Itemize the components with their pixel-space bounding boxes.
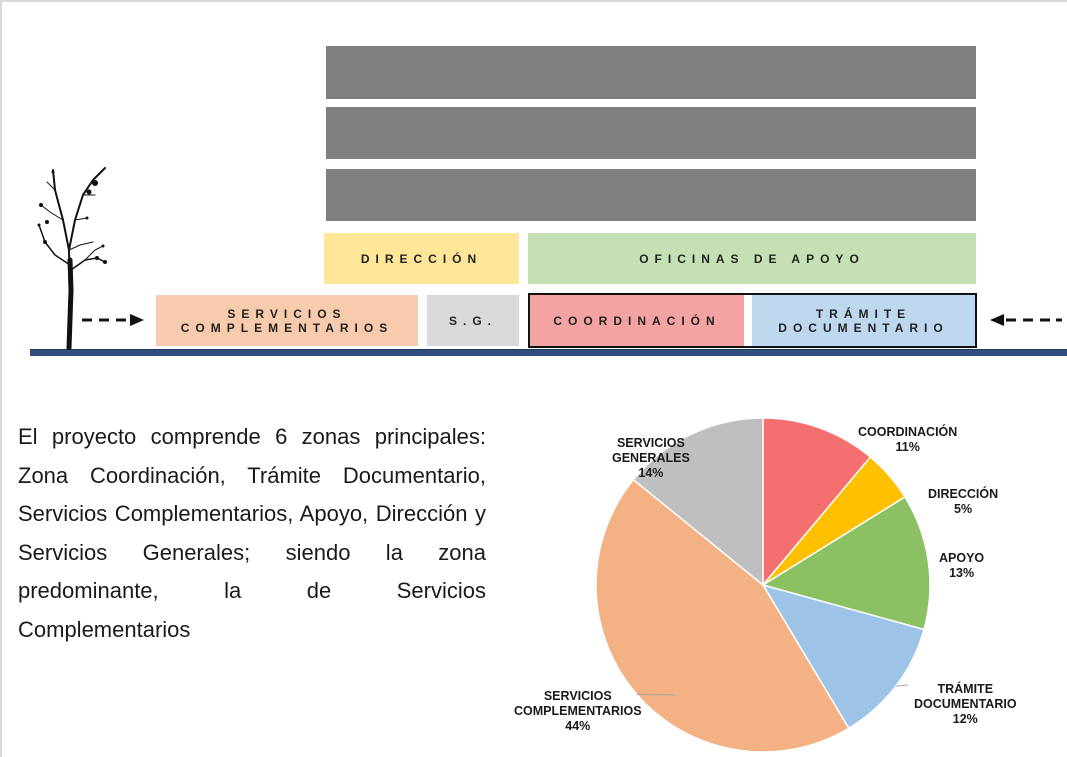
zone-servicios-generales-label: S.G. xyxy=(448,313,497,328)
zone-direccion: DIRECCIÓN xyxy=(324,233,519,284)
upper-floor-3 xyxy=(326,46,976,99)
upper-floor-1 xyxy=(326,169,976,221)
pie-slice-0 xyxy=(762,417,872,588)
zone-direccion-label: DIRECCIÓN xyxy=(360,251,483,266)
zone-tramite-line1: TRÁMITE xyxy=(815,306,912,321)
ground-line xyxy=(30,350,1067,356)
frame-left-border xyxy=(0,0,2,757)
ground-edge xyxy=(30,349,1067,350)
zone-servicios-generales: S.G. xyxy=(427,295,519,346)
tree-icon xyxy=(37,167,107,350)
zone-oficinas-apoyo-label: OFICINAS DE APOYO xyxy=(639,251,865,266)
frame-top-border xyxy=(0,0,1067,2)
arrow-right-icon xyxy=(82,314,144,326)
pie-label-coordinacion: COORDINACIÓN 11% xyxy=(858,425,958,454)
zone-pie-chart xyxy=(595,417,931,753)
zone-servicios-complementarios-line1: SERVICIOS xyxy=(227,306,347,321)
zone-tramite-line2: DOCUMENTARIO xyxy=(778,320,949,335)
pie-leader-line-3 xyxy=(895,684,909,687)
pie-label-apoyo: APOYO 13% xyxy=(939,551,985,580)
pie-label-tramite: TRÁMITE DOCUMENTARIO 12% xyxy=(914,682,1017,726)
arrow-left-icon xyxy=(990,314,1062,326)
upper-floor-2 xyxy=(326,107,976,159)
description-paragraph: El proyecto comprende 6 zonas principale… xyxy=(18,424,486,642)
pie-label-servicios-generales: SERVICIOS GENERALES 14% xyxy=(612,436,690,480)
zone-servicios-complementarios-line2: COMPLEMENTARIOS xyxy=(180,320,394,335)
zone-tramite-documentario: TRÁMITE DOCUMENTARIO xyxy=(752,295,975,346)
zone-coordinacion-label: COORDINACIÓN xyxy=(553,313,721,328)
zone-oficinas-apoyo: OFICINAS DE APOYO xyxy=(528,233,976,284)
pie-slice-5 xyxy=(632,417,764,587)
zone-coordinacion-fill: COORDINACIÓN xyxy=(530,295,744,346)
zone-servicios-complementarios: SERVICIOS COMPLEMENTARIOS xyxy=(156,295,418,346)
pie-label-servicios-complementarios: SERVICIOS COMPLEMENTARIOS 44% xyxy=(514,689,642,733)
pie-label-direccion: DIRECCIÓN 5% xyxy=(928,487,999,516)
pie-leader-line-4 xyxy=(636,693,676,696)
